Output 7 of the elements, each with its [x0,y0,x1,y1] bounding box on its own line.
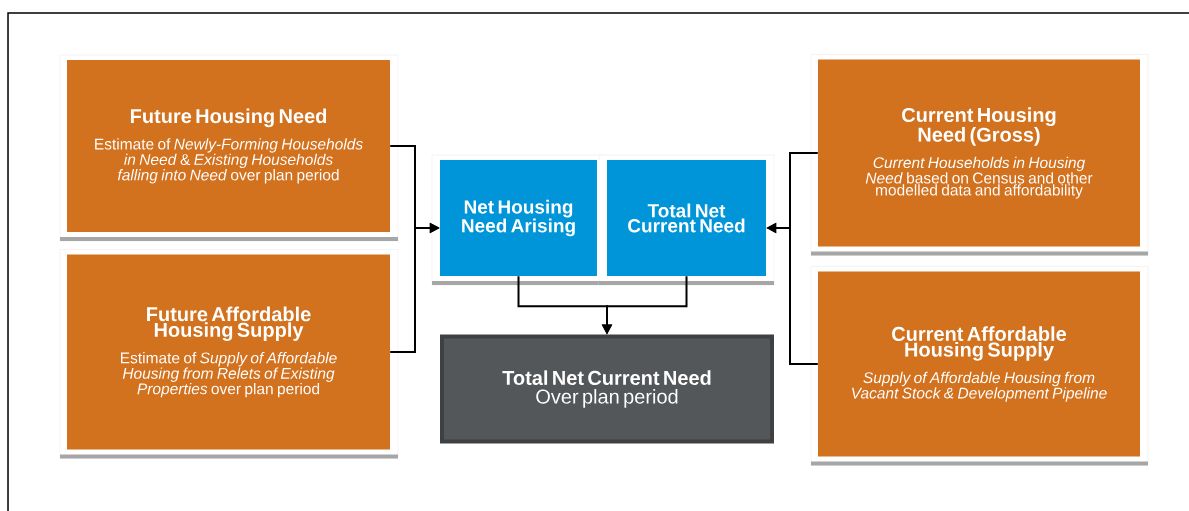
process-box: Future Housing Need Estimate of Newly-Forming Households in Need & Existing Households falling into Need over plan period [59,54,399,242]
result-box: Total Net Current Need [598,154,775,286]
process-box: Current Affordable Housing Supply Supply of Affordable Housing from Vacant Stock & Development Pipeline [810,266,1149,466]
total-box: Total Net Current Need Over plan period [440,334,774,444]
process-box: Future Affordable Housing Supply Estimate of Supply of Affordable Housing from Relets of Existing Properties over plan period [59,249,399,459]
result-box: Net Housing Need Arising [431,154,606,286]
process-box: Current Housing Need (Gross) Current Households in Housing Need based on Census and other modelled data and affordability [810,54,1149,256]
